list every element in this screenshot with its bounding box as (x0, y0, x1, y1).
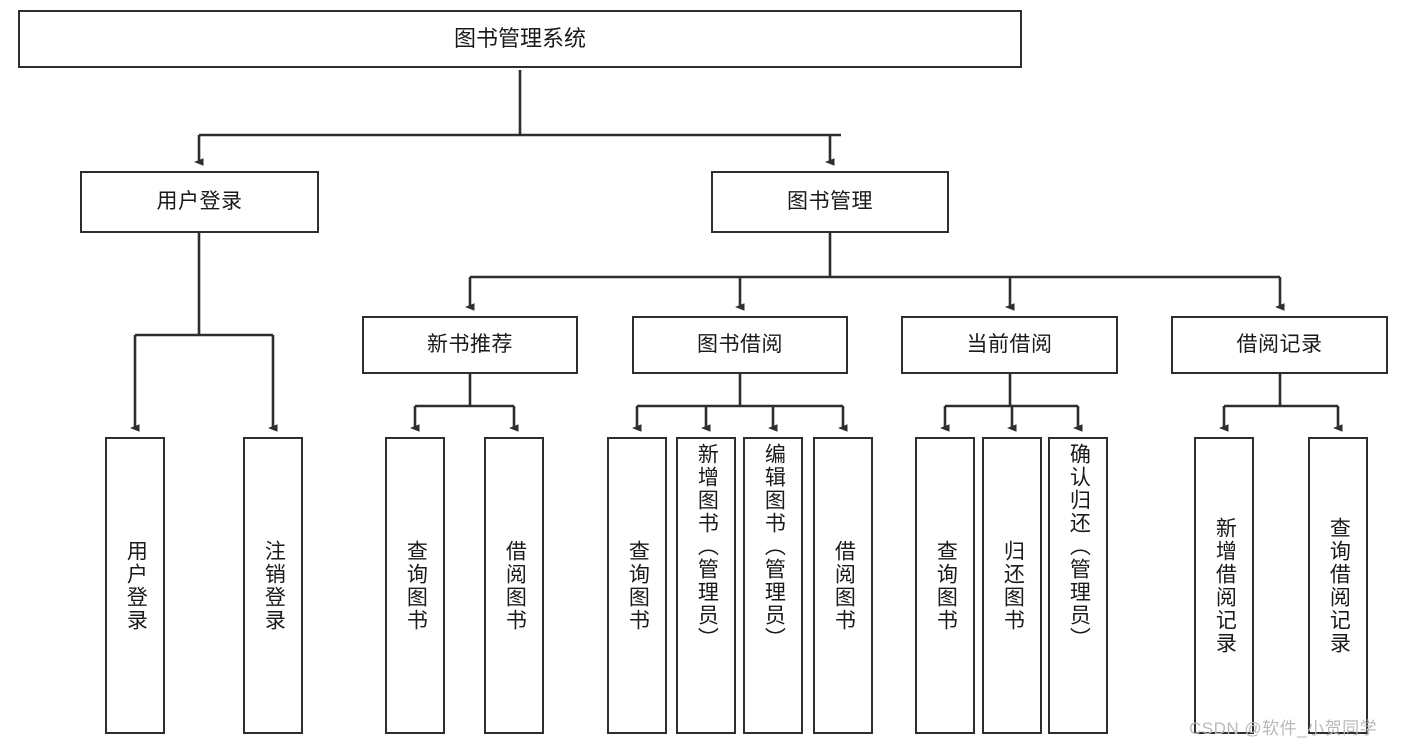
node-book-borrow[interactable]: 图书借阅 (632, 316, 848, 374)
leaf-query-borrow-record-label: 查询借阅记录 (1327, 516, 1351, 655)
leaf-user-login-label: 用户登录 (124, 539, 148, 632)
leaf-return-book-label: 归还图书 (1001, 539, 1025, 632)
leaf-edit-book-label: 编辑图书（管理员） (762, 443, 786, 650)
node-user-login[interactable]: 用户登录 (80, 171, 319, 233)
leaf-borrow-book-1-label: 借阅图书 (503, 539, 527, 632)
leaf-query-borrow-record[interactable]: 查询借阅记录 (1308, 437, 1368, 734)
node-current-borrow-label: 当前借阅 (966, 332, 1053, 356)
leaf-add-borrow-record[interactable]: 新增借阅记录 (1194, 437, 1254, 734)
leaf-add-borrow-record-label: 新增借阅记录 (1213, 516, 1237, 655)
node-user-login-label: 用户登录 (156, 189, 243, 213)
leaf-logout-login[interactable]: 注销登录 (243, 437, 303, 734)
node-book-manage[interactable]: 图书管理 (711, 171, 949, 233)
node-new-book-recommend-label: 新书推荐 (427, 332, 513, 356)
leaf-query-book-2-label: 查询图书 (626, 539, 650, 632)
leaf-query-book-2[interactable]: 查询图书 (607, 437, 667, 734)
node-borrow-record-label: 借阅记录 (1236, 332, 1323, 356)
leaf-edit-book[interactable]: 编辑图书（管理员） (743, 437, 803, 734)
leaf-borrow-book-2[interactable]: 借阅图书 (813, 437, 873, 734)
node-new-book-recommend[interactable]: 新书推荐 (362, 316, 578, 374)
node-book-manage-label: 图书管理 (787, 189, 873, 213)
node-root-label: 图书管理系统 (453, 26, 586, 52)
node-current-borrow[interactable]: 当前借阅 (901, 316, 1118, 374)
leaf-query-book-1-label: 查询图书 (404, 539, 428, 632)
leaf-return-book[interactable]: 归还图书 (982, 437, 1042, 734)
leaf-user-login[interactable]: 用户登录 (105, 437, 165, 734)
leaf-confirm-return-label: 确认归还（管理员） (1067, 443, 1091, 650)
node-book-borrow-label: 图书借阅 (697, 332, 783, 356)
csdn-watermark: CSDN @软件_小贺同学 (1189, 719, 1378, 738)
leaf-add-book-label: 新增图书（管理员） (695, 443, 719, 650)
node-root[interactable]: 图书管理系统 (18, 10, 1022, 68)
leaf-borrow-book-1[interactable]: 借阅图书 (484, 437, 544, 734)
leaf-logout-login-label: 注销登录 (262, 539, 286, 632)
leaf-add-book[interactable]: 新增图书（管理员） (676, 437, 736, 734)
leaf-confirm-return[interactable]: 确认归还（管理员） (1048, 437, 1108, 734)
leaf-borrow-book-2-label: 借阅图书 (832, 539, 856, 632)
node-borrow-record[interactable]: 借阅记录 (1171, 316, 1388, 374)
leaf-query-book-3-label: 查询图书 (934, 539, 958, 632)
leaf-query-book-1[interactable]: 查询图书 (385, 437, 445, 734)
leaf-query-book-3[interactable]: 查询图书 (915, 437, 975, 734)
